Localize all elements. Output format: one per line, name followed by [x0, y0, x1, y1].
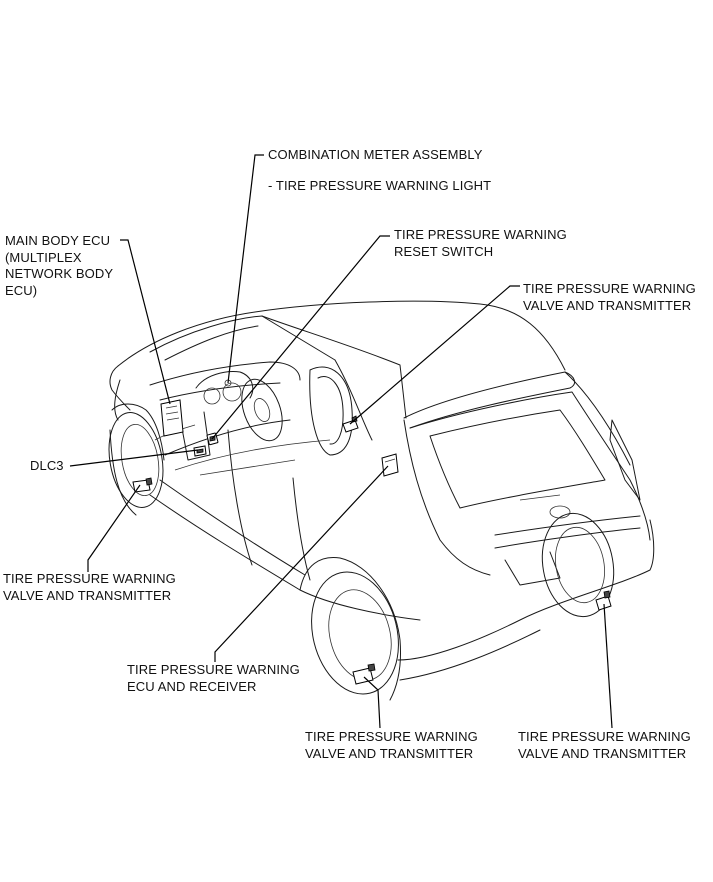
label-combination-meter-line1: COMBINATION METER ASSEMBLY — [268, 147, 483, 162]
label-combination-meter-line2: - TIRE PRESSURE WARNING LIGHT — [268, 177, 492, 193]
leader-reset-switch — [211, 235, 390, 440]
main-body-ecu-component — [160, 399, 184, 437]
label-valve-front-right-line2: VALVE AND TRANSMITTER — [523, 297, 692, 313]
label-valve-rear-left-line2: VALVE AND TRANSMITTER — [305, 745, 474, 761]
label-main-body-ecu-line2: (MULTIPLEX — [5, 249, 82, 265]
label-reset-switch-line1: TIRE PRESSURE WARNING — [394, 227, 567, 242]
label-ecu-receiver-line1: TIRE PRESSURE WARNING — [127, 662, 300, 677]
leader-combination-meter — [227, 154, 264, 384]
label-valve-front-left: TIRE PRESSURE WARNING VALVE AND TRANSMIT… — [3, 571, 176, 604]
valve-front-right-component — [342, 415, 359, 433]
label-main-body-ecu-line1: MAIN BODY ECU — [5, 233, 111, 248]
leader-ecu-receiver — [214, 465, 389, 662]
leader-lines — [69, 154, 613, 729]
label-main-body-ecu: MAIN BODY ECU (MULTIPLEX NETWORK BODY EC… — [5, 233, 113, 299]
label-valve-rear-right: TIRE PRESSURE WARNING VALVE AND TRANSMIT… — [518, 729, 691, 762]
label-dlc3-line1: DLC3 — [30, 458, 64, 473]
label-valve-front-left-line1: TIRE PRESSURE WARNING — [3, 571, 176, 586]
label-valve-rear-left-line1: TIRE PRESSURE WARNING — [305, 729, 478, 744]
valve-rear-right-component — [595, 590, 612, 611]
leader-valve-rear-left — [363, 676, 381, 729]
leader-valve-front-left — [87, 484, 141, 572]
leader-valve-rear-right — [603, 603, 613, 729]
ecu-receiver-component — [381, 453, 399, 477]
label-reset-switch-line2: RESET SWITCH — [394, 243, 494, 259]
label-valve-front-right: TIRE PRESSURE WARNING VALVE AND TRANSMIT… — [523, 281, 696, 314]
label-main-body-ecu-line4: ECU) — [5, 282, 38, 298]
label-valve-front-right-line1: TIRE PRESSURE WARNING — [523, 281, 696, 296]
label-valve-rear-right-line2: VALVE AND TRANSMITTER — [518, 745, 687, 761]
car-body-outline — [108, 300, 655, 701]
label-valve-front-left-line2: VALVE AND TRANSMITTER — [3, 587, 172, 603]
label-valve-rear-right-line1: TIRE PRESSURE WARNING — [518, 729, 691, 744]
label-main-body-ecu-line3: NETWORK BODY — [5, 266, 114, 281]
label-ecu-receiver-line2: ECU AND RECEIVER — [127, 678, 257, 694]
valve-rear-left-component — [352, 663, 376, 685]
leader-dlc3 — [69, 449, 199, 467]
valve-front-left-component — [132, 477, 153, 493]
leader-main-body-ecu — [120, 239, 171, 405]
label-valve-rear-left: TIRE PRESSURE WARNING VALVE AND TRANSMIT… — [305, 729, 478, 762]
label-ecu-receiver: TIRE PRESSURE WARNING ECU AND RECEIVER — [127, 662, 300, 695]
label-combination-meter: COMBINATION METER ASSEMBLY - TIRE PRESSU… — [268, 147, 491, 194]
label-reset-switch: TIRE PRESSURE WARNING RESET SWITCH — [394, 227, 567, 260]
label-dlc3: DLC3 — [30, 458, 64, 475]
car-interior — [149, 361, 353, 476]
dlc3-component — [193, 445, 207, 457]
leader-valve-front-right — [349, 285, 520, 425]
